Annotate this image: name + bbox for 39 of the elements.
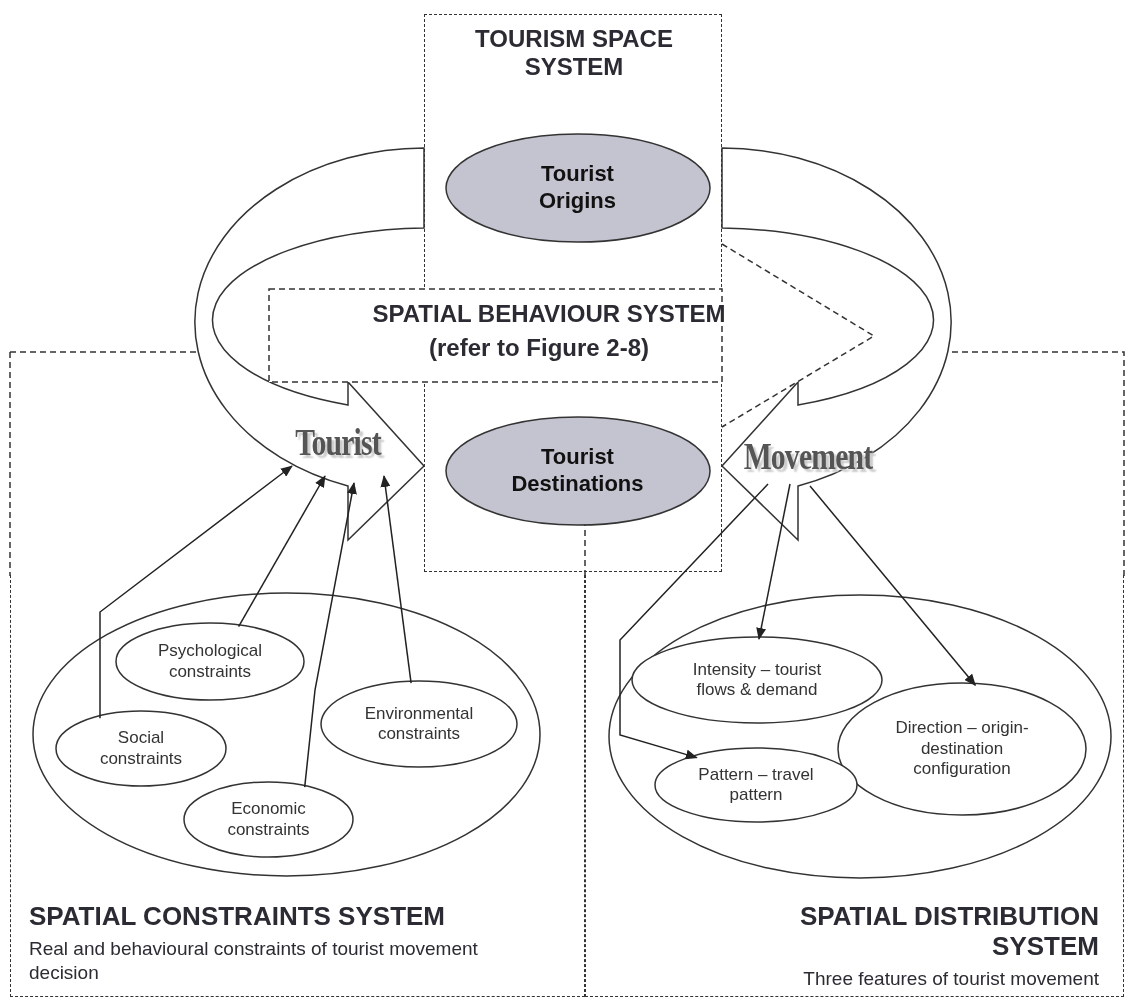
oval-label: Tourist Destinations [510,444,645,497]
oval-node [115,622,305,701]
oval-node [631,636,883,724]
arrow-label: Tourist [295,420,381,464]
oval-label: Social constraints [98,728,184,769]
region-heading: SPATIAL DISTRIBUTION SYSTEM [799,902,1099,962]
oval-label: Economic constraints [226,799,311,840]
region-description: Real and behavioural constraints of tourist movement decision [29,937,479,985]
oval-node [55,710,227,787]
arrow [99,465,293,719]
oval-node [654,747,858,823]
oval-node [183,781,354,858]
arrow [619,483,769,760]
oval-label: Pattern – travel pattern [697,764,815,806]
oval-label: Environmental constraints [363,703,475,745]
frame-heading: TOURISM SPACE SYSTEM [474,25,674,81]
region-description: Three features of tourist movement [802,967,1099,991]
arrow [809,485,977,687]
dashed-system-region [585,575,1124,997]
oval-label: Tourist Origins [538,161,617,214]
oval-node [320,680,518,768]
oval-label: Psychological constraints [157,641,263,682]
grouping-oval [607,593,1112,879]
oval-label: Intensity – tourist flows & demand [691,659,823,701]
grouping-oval [31,591,541,877]
arrow-label: Movement [743,434,873,478]
arrow [303,482,357,788]
arrow [380,475,412,684]
oval-node [444,415,711,526]
oval-label: Direction – origin-destination configuration [894,718,1030,780]
dashed-system-region [10,575,585,997]
arrow [756,483,791,640]
oval-node [837,682,1087,816]
box-heading: SPATIAL BEHAVIOUR SYSTEM [371,300,727,328]
arrow [237,475,326,628]
dashed-arrow-box [269,244,874,428]
oval-node [444,132,711,243]
box-subheading: (refer to Figure 2-8) [428,334,650,362]
region-heading: SPATIAL CONSTRAINTS SYSTEM [29,902,447,932]
